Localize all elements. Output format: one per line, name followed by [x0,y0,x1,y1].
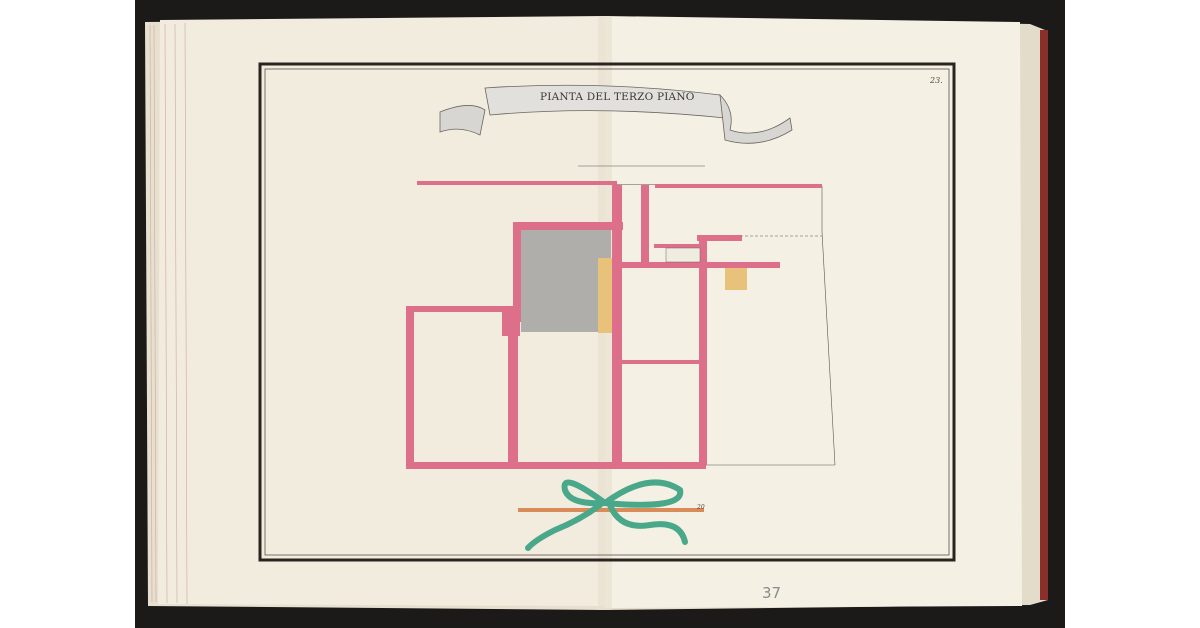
walls [406,181,822,469]
shaded-courtyard [521,230,611,332]
scale-label: 20 [697,504,705,511]
scale-bow [525,479,688,551]
plate-title: PIANTA DEL TERZO PIANO [540,91,695,103]
title-ribbon [439,84,793,144]
page-number: 23. [930,76,943,85]
folio-number: 37 [762,584,782,602]
